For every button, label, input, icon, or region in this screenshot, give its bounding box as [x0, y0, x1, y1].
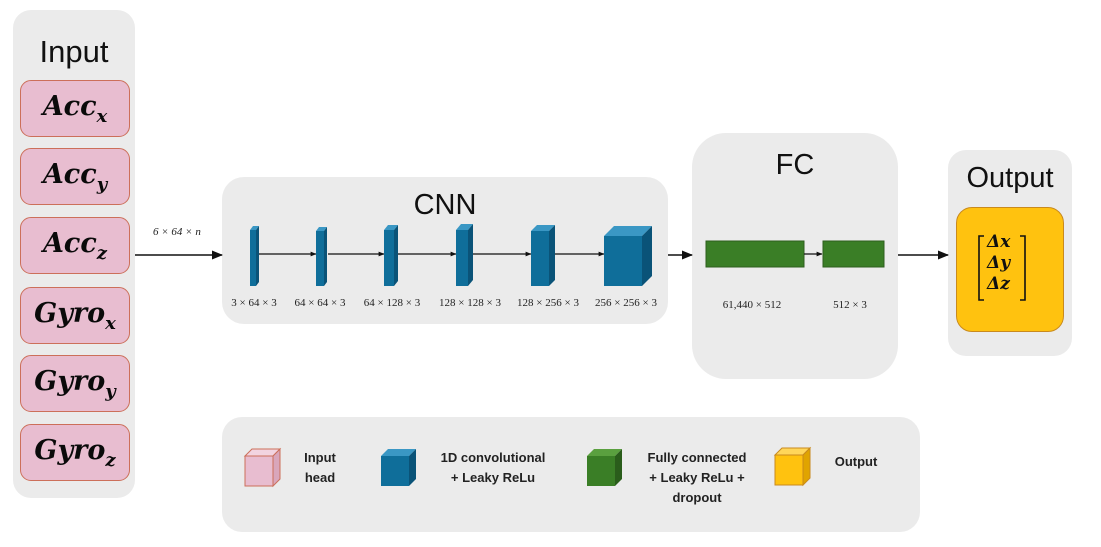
- cnn-layer-5-dim: 128 × 256 × 3: [517, 297, 579, 309]
- fc-panel-title: FC: [775, 149, 815, 181]
- fc-layer-1: [705, 240, 805, 268]
- conv-layer-4: [456, 224, 473, 286]
- output-box: Δx Δy Δz: [956, 207, 1064, 332]
- legend-cube-output: [773, 446, 812, 487]
- fc-layer-2: [822, 240, 885, 268]
- legend-cube-fc: [587, 449, 622, 486]
- conv-layer-3: [384, 225, 398, 286]
- cnn-panel: CNN: [222, 177, 668, 324]
- legend-label-input-head: Input head: [304, 450, 336, 485]
- legend-cube-conv: [381, 449, 416, 486]
- output-delta-x: Δx: [987, 232, 1011, 252]
- input-acc-y: Accy: [20, 148, 130, 205]
- output-panel-title: Output: [966, 162, 1054, 194]
- input-gyro-z: Gyroz: [20, 424, 130, 481]
- input-panel-title: Input: [39, 34, 109, 69]
- fc-layer-2-dim: 512 × 3: [833, 299, 867, 311]
- input-acc-x: Accx: [20, 80, 130, 137]
- vector-bracket-left: [978, 235, 984, 301]
- cnn-layer-3-dim: 64 × 128 × 3: [363, 297, 421, 309]
- fc-layer-1-dim: 61,440 × 512: [722, 299, 782, 311]
- conv-layer-5: [531, 225, 555, 286]
- legend-label-conv: 1D convolutional + Leaky ReLu: [440, 450, 546, 485]
- cnn-layer-6-dim: 256 × 256 × 3: [595, 297, 657, 309]
- input-gyro-x: Gyrox: [20, 287, 130, 344]
- vector-bracket-right: [1020, 235, 1026, 301]
- output-delta-y: Δy: [987, 253, 1011, 273]
- input-shape-label: 6 × 64 × n: [153, 226, 201, 238]
- legend-cube-input-head: [243, 447, 282, 488]
- conv-layer-2: [316, 227, 327, 286]
- cnn-panel-title: CNN: [413, 189, 477, 221]
- cnn-layer-4-dim: 128 × 128 × 3: [439, 297, 501, 309]
- legend-label-fc: Fully connected + Leaky ReLu + dropout: [647, 450, 747, 505]
- conv-layer-1: [250, 226, 259, 286]
- cnn-layer-1-dim: 3 × 64 × 3: [231, 297, 277, 309]
- output-delta-z: Δz: [987, 274, 1010, 294]
- legend-label-output: Output: [834, 454, 878, 469]
- cnn-layer-2-dim: 64 × 64 × 3: [294, 297, 346, 309]
- conv-layer-6: [604, 226, 652, 286]
- input-acc-z: Accz: [20, 217, 130, 274]
- input-gyro-y: Gyroy: [20, 355, 130, 412]
- output-vector: Δx Δy Δz: [987, 232, 1010, 295]
